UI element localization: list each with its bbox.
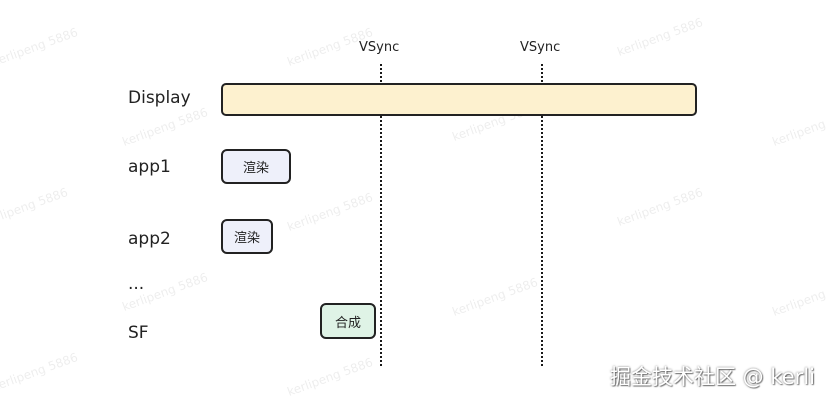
row-label-ellipsis: ...	[128, 274, 145, 294]
vsync-line-2	[541, 64, 543, 366]
sf-compose-label: 合成	[334, 315, 361, 331]
watermark-text: kerlipeng 5886	[285, 190, 375, 234]
row-label-display: Display	[128, 88, 191, 108]
app1-render-block: 渲染	[221, 149, 291, 184]
row-label-sf: SF	[128, 323, 149, 343]
watermark-text: kerlipeng 5886	[770, 105, 827, 149]
app2-render-block: 渲染	[221, 219, 273, 254]
watermark-text: kerlipeng 5886	[615, 185, 705, 229]
app1-render-label: 渲染	[242, 161, 269, 176]
watermark-text: kerlipeng 5886	[0, 25, 80, 69]
watermark-text: kerlipeng 5886	[120, 105, 210, 149]
watermark-text: kerlipeng 5886	[615, 15, 705, 59]
sf-compose-block: 合成	[320, 303, 376, 339]
footer-watermark: 掘金技术社区 @ kerli	[610, 365, 815, 389]
vsync-line-1	[380, 64, 382, 366]
watermark-text: kerlipeng 5886	[0, 350, 80, 394]
row-label-app2: app2	[128, 229, 171, 249]
watermark-text: kerlipeng 5886	[450, 275, 540, 319]
display-bar	[221, 83, 697, 116]
row-label-app1: app1	[128, 157, 171, 177]
app2-render-label: 渲染	[233, 231, 260, 246]
watermark-text: kerlipeng 5886	[770, 275, 827, 319]
vsync-label-2: VSync	[520, 40, 561, 55]
vsync-label-1: VSync	[359, 40, 400, 55]
watermark-text: kerlipeng 5886	[0, 185, 70, 229]
watermark-text: kerlipeng 5886	[285, 355, 375, 399]
